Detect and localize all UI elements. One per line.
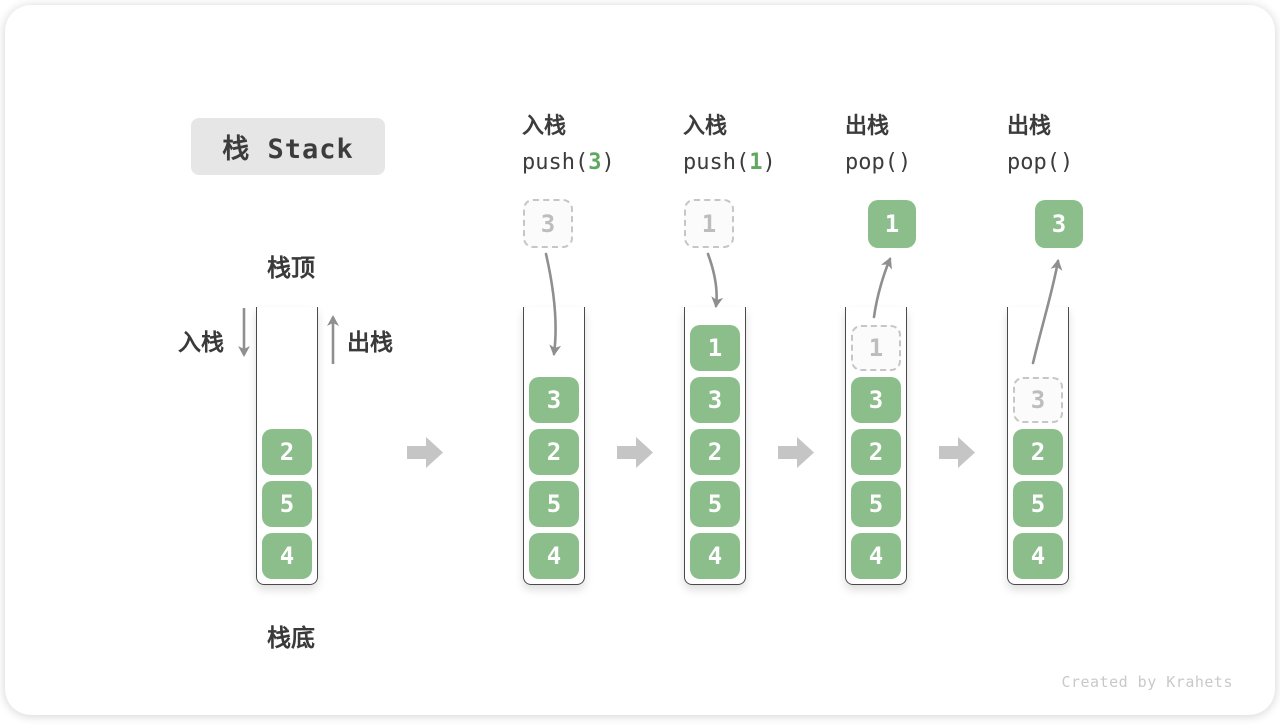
stack-5-cells: 3 2 5 4 [1007, 307, 1069, 585]
stack-cell: 4 [690, 533, 740, 579]
pop-side-label: 出栈 [347, 330, 393, 356]
operation-code: push(1) [683, 150, 776, 175]
operation-code: push(3) [522, 150, 615, 175]
stack-cell: 5 [529, 481, 579, 527]
floating-value-popped: 1 [868, 200, 916, 248]
stack-cell: 2 [529, 429, 579, 475]
page-title: 栈 Stack [191, 118, 385, 175]
floating-value-popped: 3 [1035, 200, 1083, 248]
step-arrow-icon [778, 437, 814, 468]
stack-cell: 1 [690, 325, 740, 371]
stack-cell: 4 [851, 533, 901, 579]
stack-bottom-label: 栈底 [267, 624, 315, 652]
stack-cell: 2 [1013, 429, 1063, 475]
stack-cell: 5 [1013, 481, 1063, 527]
push-1-curve-arrow-icon [706, 252, 724, 308]
operation-code: pop() [845, 150, 912, 175]
stack-cell: 4 [262, 533, 312, 579]
operation-code: pop() [1007, 150, 1074, 175]
stack-cell: 3 [529, 377, 579, 423]
stack-2-cells: 3 2 5 4 [523, 307, 585, 585]
operation-label-push-3: 入栈 push(3) [522, 109, 615, 181]
operation-label-pop-3: 出栈 pop() [1007, 109, 1073, 181]
stack-4-cells: 1 3 2 5 4 [845, 307, 907, 585]
step-arrow-icon [617, 437, 653, 468]
operation-cjk: 出栈 [845, 114, 890, 139]
stack-1-cells: 2 5 4 [256, 307, 318, 585]
stack-3-cells: 1 3 2 5 4 [684, 307, 746, 585]
stack-cell: 5 [690, 481, 740, 527]
stack-cell: 4 [529, 533, 579, 579]
stack-cell: 3 [690, 377, 740, 423]
operation-label-pop-1: 出栈 pop() [845, 109, 911, 181]
operation-cjk: 入栈 [522, 114, 567, 139]
step-arrow-icon [407, 437, 443, 468]
arrows-layer [238, 252, 1063, 468]
push-side-label: 入栈 [178, 330, 224, 356]
stack-top-label: 栈顶 [267, 254, 315, 282]
stack-cell-ghost: 1 [851, 325, 901, 371]
stack-cell: 2 [262, 429, 312, 475]
operation-label-push-1: 入栈 push(1) [683, 109, 776, 181]
stack-cell: 4 [1013, 533, 1063, 579]
floating-value-ghost: 1 [684, 199, 734, 248]
stack-cell: 5 [262, 481, 312, 527]
step-arrow-icon [939, 437, 975, 468]
stack-cell: 2 [690, 429, 740, 475]
diagram-card: 栈 Stack 栈顶 栈底 入栈 出栈 入栈 push(3) 入栈 push(1… [5, 5, 1275, 715]
stack-cell-ghost: 3 [1013, 377, 1063, 423]
watermark: Created by Krahets [1061, 673, 1233, 691]
floating-value-ghost: 3 [523, 199, 573, 248]
operation-cjk: 出栈 [1007, 114, 1052, 139]
operation-cjk: 入栈 [683, 114, 728, 139]
stack-cell: 3 [851, 377, 901, 423]
stack-cell: 5 [851, 481, 901, 527]
stack-cell: 2 [851, 429, 901, 475]
